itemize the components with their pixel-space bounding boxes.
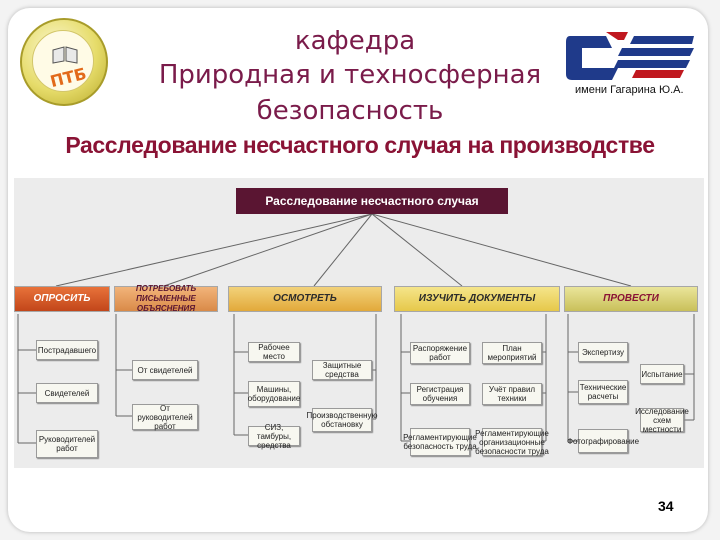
category-conduct: ПРОВЕСТИ <box>564 286 698 312</box>
leaf-training-registration: Регистрация обучения <box>410 383 470 405</box>
category-inspect: ОСМОТРЕТЬ <box>228 286 382 312</box>
category-written-explanations: ПОТРЕБОВАТЬ ПИСЬМЕННЫЕ ОБЪЯСНЕНИЯ <box>114 284 218 313</box>
connector-root-2 <box>313 213 373 287</box>
page-number: 34 <box>658 498 674 514</box>
sgtu-logo <box>566 32 694 80</box>
book-icon <box>52 46 78 64</box>
leaf-victim: Пострадавшего <box>36 340 98 360</box>
header-line-1: кафедра <box>294 26 416 56</box>
leaf-protective-means: Защитные средства <box>312 360 372 380</box>
leaf-technical-calculations: Технические расчеты <box>578 380 628 404</box>
connector-root-3 <box>371 213 463 287</box>
slide-title: Расследование несчастного случая на прои… <box>65 132 655 158</box>
tree-diagram: Расследование несчастного случая ОПРОСИТ… <box>14 178 704 468</box>
root-node: Расследование несчастного случая <box>236 188 508 214</box>
leaf-machines: Машины, оборудование <box>248 381 300 407</box>
connector-root-4 <box>371 213 632 287</box>
leaf-terrain-study: Исследование схем местности <box>635 406 689 434</box>
leaf-witnesses: Свидетелей <box>36 383 98 403</box>
category-ask: ОПРОСИТЬ <box>14 286 110 312</box>
leaf-safety-regulations: Регламентирующие безопасность труда <box>403 428 477 456</box>
connector-root-1 <box>163 213 373 287</box>
leaf-work-order: Распоряжение работ <box>410 342 470 364</box>
leaf-action-plan: План мероприятий <box>482 342 542 364</box>
header-line-3: безопасность <box>256 96 444 126</box>
header-line-2: Природная и техносферная <box>158 60 542 90</box>
connector-lines <box>17 213 695 444</box>
leaf-photography: Фотографирование <box>567 429 639 453</box>
leaf-technique-rules: Учёт правил техники <box>482 383 542 405</box>
leaf-production-environment: Производственную обстановку <box>307 408 378 432</box>
leaf-ppe: СИЗ, тамбуры, средства <box>248 423 300 450</box>
leaf-workplace: Рабочее место <box>248 342 300 362</box>
leaf-work-managers: Руководителей работ <box>36 430 98 458</box>
logo-caption: имени Гагарина Ю.А. <box>575 84 684 96</box>
leaf-from-managers: От руководителей работ <box>132 404 198 431</box>
leaf-organizational-regulations: Регламентирующие организационные безопас… <box>475 428 549 456</box>
ptb-logo: ПТБ <box>20 18 108 106</box>
leaf-testing: Испытание <box>640 364 684 384</box>
connector-root-0 <box>55 213 373 287</box>
leaf-expertise: Экспертизу <box>578 342 628 362</box>
leaf-from-witnesses: От свидетелей <box>132 360 198 380</box>
category-study-documents: ИЗУЧИТЬ ДОКУМЕНТЫ <box>394 286 560 312</box>
